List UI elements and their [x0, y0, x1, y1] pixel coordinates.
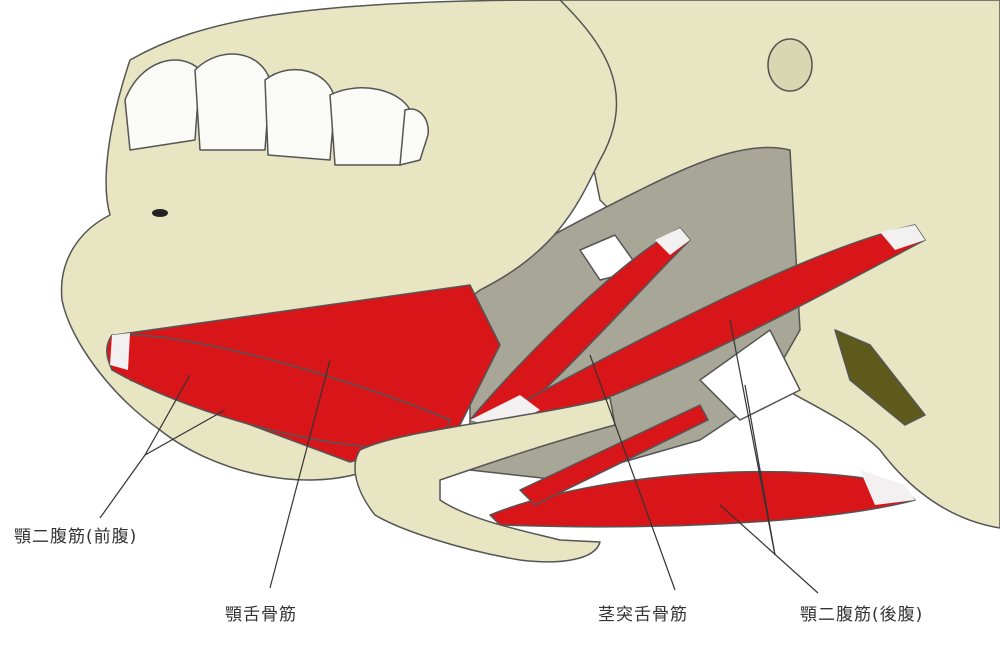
mental-foramen: [152, 209, 168, 217]
label-stylohyoid: 茎突舌骨筋: [598, 605, 688, 625]
label-mylohyoid: 顎舌骨筋: [225, 605, 297, 625]
small-muscle-band: [519, 404, 709, 506]
leader-lines: [99, 319, 819, 594]
dark-fossa: [834, 329, 926, 426]
hyoid-bone: [354, 397, 616, 563]
orbit: [767, 38, 813, 92]
label-posterior-digastric: 顎二腹筋(後腹): [800, 605, 924, 625]
teeth: [124, 53, 429, 166]
label-anterior-digastric: 顎二腹筋(前腹): [14, 527, 138, 547]
